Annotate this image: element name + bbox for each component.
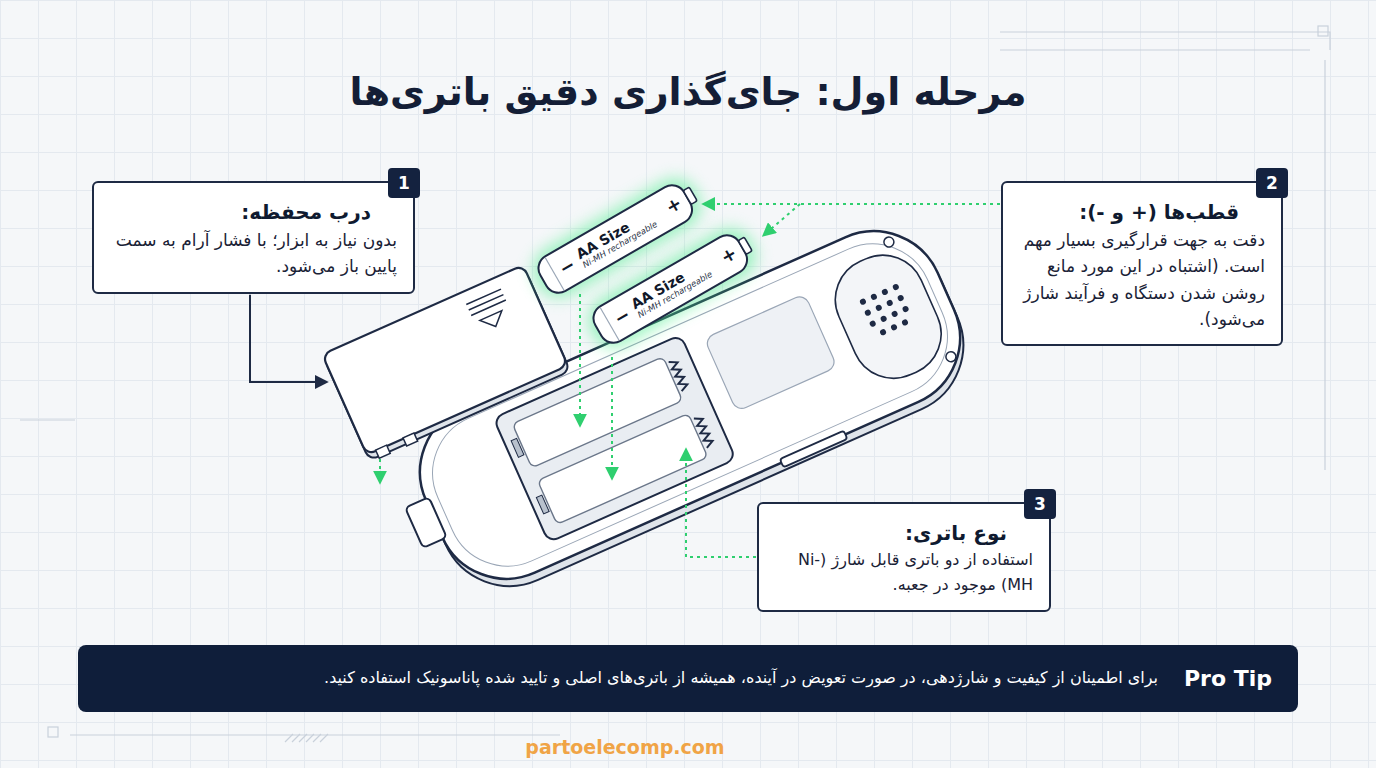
frame-decor	[20, 26, 1330, 742]
leader-line	[764, 204, 800, 235]
callout-heading: قطب‌ها (+ و -):	[1019, 197, 1265, 227]
callout-text: دقت به جهت قرارگیری بسیار مهم است. (اشتب…	[1019, 227, 1265, 332]
battery-cover	[322, 265, 571, 462]
tip-band: Pro Tip برای اطمینان از کیفیت و شارژدهی، …	[78, 645, 1298, 712]
tip-heading: Pro Tip	[1184, 666, 1272, 691]
callout-number-text: 1	[398, 173, 410, 193]
callout-box: نوع باتری:استفاده از دو باتری قابل شارژ …	[757, 502, 1051, 612]
callout-heading: نوع باتری:	[775, 518, 1033, 548]
tip-text: برای اطمینان از کیفیت و شارژدهی، در صورت…	[324, 667, 1158, 689]
callout-number: 2	[1256, 168, 1288, 198]
insert-arrow	[579, 294, 581, 425]
site-watermark: partoelecomp.com	[475, 736, 775, 758]
open-arrow	[379, 459, 381, 482]
page-title: مرحله اول: جای‌گذاری دقیق باتری‌ها	[0, 70, 1376, 114]
battery-minus: −	[556, 255, 578, 278]
leader-line	[686, 450, 756, 557]
battery-text: AA SizeNi-MH rechargeable	[574, 206, 660, 270]
battery-minus: −	[611, 305, 633, 328]
insert-arrow	[611, 357, 613, 478]
callout-number: 1	[388, 168, 420, 198]
battery-plus: +	[718, 244, 740, 267]
leader-line	[250, 295, 326, 382]
callout-heading: درب محفظه:	[110, 197, 397, 227]
callout-number: 3	[1024, 489, 1056, 519]
battery-plus: +	[663, 194, 685, 217]
callout-text: بدون نیاز به ابزار؛ با فشار آرام به سمت …	[110, 227, 397, 280]
callout-box: قطب‌ها (+ و -):دقت به جهت قرارگیری بسیار…	[1001, 181, 1283, 346]
callout-number-text: 2	[1266, 173, 1278, 193]
callout-box: درب محفظه:بدون نیاز به ابزار؛ با فشار آر…	[92, 181, 415, 294]
callout-number-text: 3	[1034, 494, 1046, 514]
callout-text: استفاده از دو باتری قابل شارژ (Ni-MH) مو…	[775, 548, 1033, 598]
leader-line	[704, 203, 1000, 205]
